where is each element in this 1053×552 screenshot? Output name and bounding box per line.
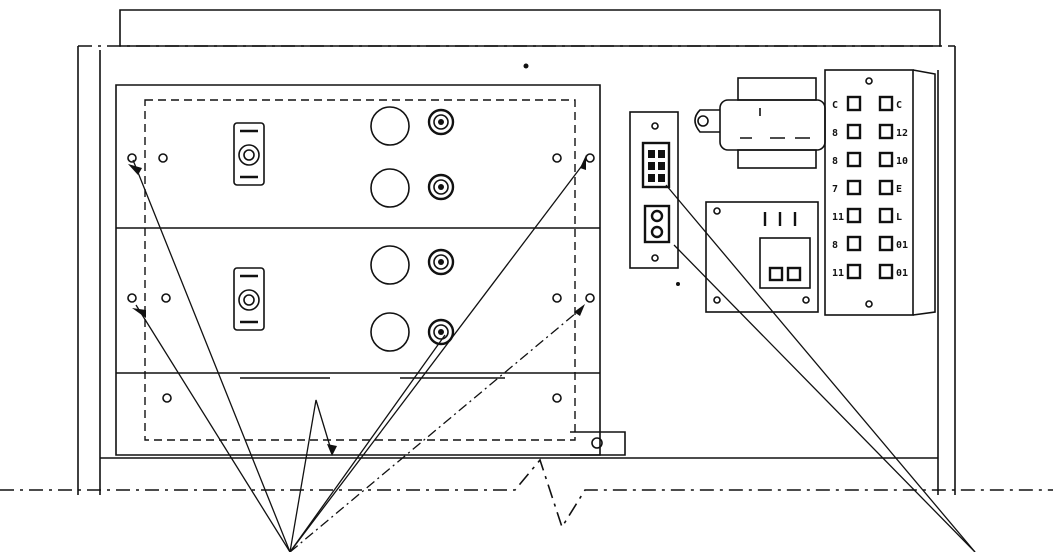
terminal-screw [846,151,862,168]
terminal-label-right: C [896,100,902,111]
leader-lines-right [665,184,976,552]
terminal-screw [846,123,862,140]
reference-dot [676,282,680,286]
terminal-label-left: C [832,100,838,111]
arrowhead [132,308,146,318]
mount-hole [162,393,172,403]
terminal-screw [878,207,894,224]
terminal-label-left: 7 [832,184,838,195]
terminal-screw [878,263,894,280]
bracket-hole [591,437,603,449]
mount-hole [552,293,562,303]
mount-hole [161,293,171,303]
transformer-relay [694,77,826,169]
terminal-screw [846,179,862,196]
mount-hole [127,153,137,163]
mount-hole [552,153,562,163]
mounting-plate [115,84,601,456]
terminal-label-left: 11 [832,212,844,223]
binding-post [427,173,455,201]
terminal-label-right: L [896,212,902,223]
terminal-label-right: 12 [896,128,908,139]
terminal-screw [846,235,862,252]
binding-post [427,248,455,276]
top-lid [119,9,941,47]
terminal-rows: C C 8 12 8 10 7 E 11 L 8 01 11 01 [832,95,908,280]
terminal-screw [878,123,894,140]
terminal-screw [878,235,894,252]
terminal-board [824,69,936,316]
terminal-screw [878,95,894,112]
terminal-label-left: 11 [832,268,844,279]
terminal-label-left: 8 [832,128,838,139]
arrowhead [574,304,585,316]
knockout-circle [370,106,410,146]
relay-board [705,201,819,313]
connector-block [629,111,679,269]
floor-break-line [0,458,1053,529]
terminal-label-right: 01 [896,240,908,251]
terminal-label-right: 10 [896,156,908,167]
mount-hole [158,153,168,163]
plate-bracket [570,431,626,456]
knockout-circle [370,312,410,352]
arrowhead [327,444,337,456]
arrowhead [580,155,586,170]
fuse-holder-lower [233,267,265,331]
terminal-label-left: 8 [832,156,838,167]
terminal-screw [878,151,894,168]
mount-hole [585,293,595,303]
binding-post [427,318,455,346]
terminal-screw [846,95,862,112]
binding-post [427,108,455,136]
terminal-screw [878,179,894,196]
fuse-holder-upper [233,122,265,186]
mount-hole [585,153,595,163]
terminal-label-left: 8 [832,240,838,251]
mount-hole [127,293,137,303]
component-outline [144,99,576,441]
leader-lines-left [132,159,585,552]
knockout-circle [370,245,410,285]
terminal-screw [846,207,862,224]
terminal-label-right: E [896,184,902,195]
knockout-circle [370,168,410,208]
arrowhead [128,164,142,175]
terminal-screw [846,263,862,280]
terminal-label-right: 01 [896,268,908,279]
reference-dot [523,63,529,69]
mount-hole [552,393,562,403]
